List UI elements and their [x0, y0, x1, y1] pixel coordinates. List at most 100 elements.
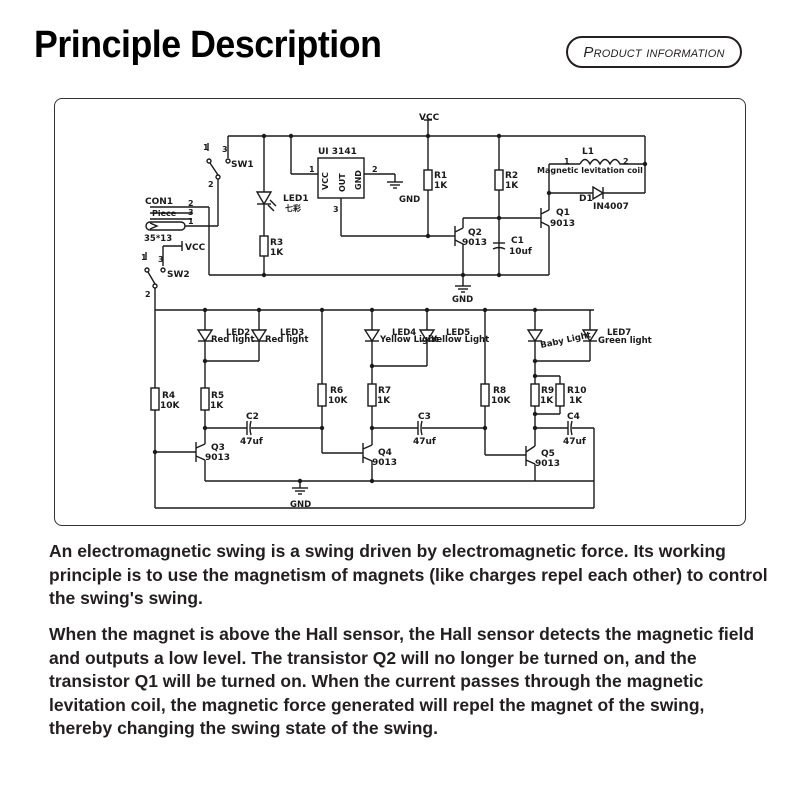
hall-pin3: 3 [333, 205, 339, 214]
description-paragraph-1: An electromagnetic swing is a swing driv… [49, 541, 768, 608]
description-paragraph-2: When the magnet is above the Hall sensor… [49, 624, 755, 738]
badge-label: Product information [583, 43, 725, 61]
l1-pin2: 2 [623, 157, 629, 166]
r8-value: 10K [491, 396, 512, 406]
connector-con1 [145, 221, 186, 231]
bottom-wires [154, 309, 595, 509]
r8-label: R8 [493, 386, 506, 396]
coil-label: Magnetic levitation coil [537, 166, 643, 175]
r5-value: 1K [210, 401, 224, 411]
resistor-r2 [494, 169, 504, 191]
transistors-bottom [195, 442, 536, 466]
hall-pin1: 1 [309, 165, 315, 174]
q3-label: Q3 [211, 443, 225, 453]
c4-value: 47uf [563, 437, 586, 447]
page-title: Principle Description [34, 24, 382, 66]
led1-symbol [255, 191, 277, 212]
r2-label: R2 [505, 171, 518, 181]
led7-label: LED7 [607, 328, 631, 338]
transistor-q2 [450, 226, 464, 246]
c2-value: 47uf [240, 437, 263, 447]
resistor-r1 [423, 169, 433, 191]
hall-pin2: 2 [372, 165, 378, 174]
led2-color: Red light [211, 335, 254, 345]
c1-value: 10uf [509, 247, 532, 257]
con1-pin3: 3 [188, 208, 194, 217]
c2-label: C2 [246, 412, 259, 422]
sw1-pin2: 2 [208, 180, 214, 189]
ground-symbol-2 [455, 285, 471, 293]
r7-label: R7 [378, 386, 391, 396]
product-information-badge: Product information [566, 36, 742, 68]
r3-value: 1K [270, 248, 284, 258]
sw2-pin1: 1 [141, 253, 147, 262]
c3-value: 47uf [413, 437, 436, 447]
l1-pin1: 1 [564, 157, 570, 166]
sw1-label: SW1 [231, 160, 254, 170]
q1-label: Q1 [556, 208, 570, 218]
con1-pin1: 1 [188, 217, 194, 226]
r1-value: 1K [434, 181, 448, 191]
r5-label: R5 [211, 391, 224, 401]
hall-sensor-ic [317, 157, 365, 199]
con1-label: CON1 [145, 197, 173, 207]
q5-label: Q5 [541, 449, 555, 459]
r6-value: 10K [328, 396, 349, 406]
transistor-q1 [539, 208, 550, 228]
led3-color: Red light [265, 335, 308, 345]
led-symbols-bottom [196, 329, 599, 343]
junction-dots-top [261, 133, 648, 278]
led2-label: LED2 [226, 328, 250, 338]
sw2-pin2: 2 [145, 290, 151, 299]
r3-label: R3 [270, 238, 283, 248]
sw2-pin3: 3 [158, 255, 164, 264]
r4-value: 10K [160, 401, 181, 411]
ground-symbol-3 [292, 487, 308, 495]
hall-out-pin-label: OUT [338, 173, 347, 192]
q2-value: 9013 [462, 238, 487, 248]
resistors-bottom [150, 383, 565, 411]
gnd-label-2: GND [452, 295, 473, 305]
l1-label: L1 [582, 147, 594, 157]
r7-value: 1K [377, 396, 391, 406]
ground-symbol-1 [387, 181, 403, 189]
q3-value: 9013 [205, 453, 230, 463]
diode-d1 [592, 185, 605, 201]
con1-piece-label: Piece [152, 209, 177, 218]
led5-color: Yellow Light [430, 335, 489, 345]
q4-label: Q4 [378, 448, 392, 458]
c1-label: C1 [511, 236, 524, 246]
q1-value: 9013 [550, 219, 575, 229]
sw2-label: SW2 [167, 270, 190, 280]
hall-ic-label: UI 3141 [318, 147, 357, 157]
switch-sw2 [144, 252, 166, 310]
r9-label: R9 [541, 386, 554, 396]
q2-label: Q2 [468, 228, 482, 238]
c4-label: C4 [567, 412, 580, 422]
c3-label: C3 [418, 412, 431, 422]
r1-label: R1 [434, 171, 447, 181]
switch-sw1 [206, 143, 231, 180]
circuit-diagram-frame [54, 98, 746, 526]
sw1-pin1: 1 [203, 143, 209, 152]
hall-gnd-pin-label: GND [354, 170, 363, 190]
sw1-pin3: 3 [222, 145, 228, 154]
led1-label: LED1 [283, 194, 309, 204]
gnd-label-3: GND [290, 500, 311, 510]
r10-label: R10 [567, 386, 586, 396]
con1-pin2: 2 [188, 199, 194, 208]
r4-label: R4 [162, 391, 175, 401]
q5-value: 9013 [535, 459, 560, 469]
r10-value: 1K [569, 396, 583, 406]
r6-label: R6 [330, 386, 343, 396]
inductor-l1 [579, 158, 627, 166]
vcc-tag-label: VCC [185, 243, 206, 253]
con1-size-label: 35*13 [144, 234, 172, 244]
d1-value: IN4007 [593, 202, 629, 212]
led7-color: Green light [598, 336, 652, 346]
led5-label: LED5 [446, 328, 470, 338]
r9-value: 1K [540, 396, 554, 406]
resistor-r3 [259, 235, 269, 257]
r2-value: 1K [505, 181, 519, 191]
